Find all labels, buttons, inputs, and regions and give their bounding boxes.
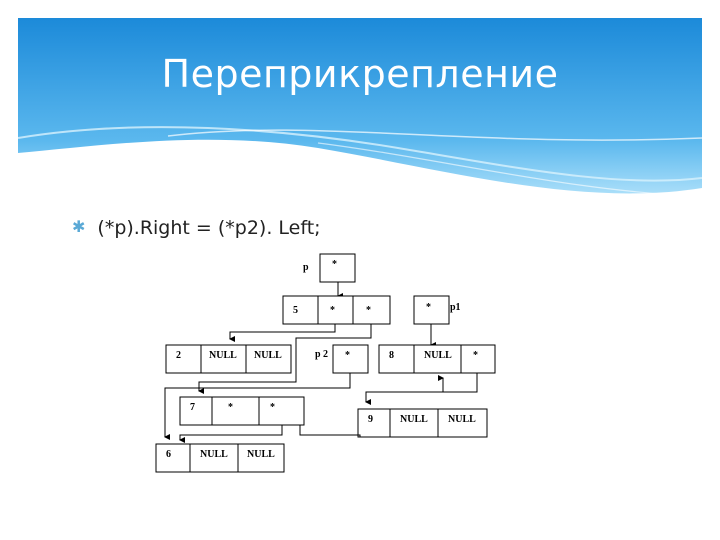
pointer-p1: * p1 [413, 295, 461, 325]
node-7-right: * [270, 402, 275, 413]
node-7-left: * [228, 402, 233, 413]
link-5-to-7 [198, 324, 372, 394]
pointer-p1-value: * [426, 302, 431, 313]
node-9-right: NULL [448, 414, 476, 425]
bullet-text: (*p).Right = (*p2). Left; [97, 217, 321, 239]
pointer-p1-label: p1 [450, 302, 461, 313]
title-banner [18, 18, 702, 197]
node-8-right: * [473, 350, 478, 361]
pointer-p2-label: p 2 [315, 349, 328, 360]
pointer-p: p * [303, 253, 356, 283]
pointer-p2-value: * [345, 350, 350, 361]
node-2-left: NULL [209, 350, 237, 361]
node-6-right: NULL [247, 449, 275, 460]
slide-title: Переприкрепление [161, 52, 559, 96]
node-5-left: * [330, 305, 335, 316]
node-5-right: * [366, 305, 371, 316]
node-8-key: 8 [389, 350, 394, 361]
node-6: 6 NULL NULL [155, 443, 285, 473]
pointer-p-value: * [332, 259, 337, 270]
node-8: 8 NULL * [378, 344, 496, 374]
node-5: 5 * * [282, 295, 391, 325]
node-6-key: 6 [166, 449, 171, 460]
node-9-key: 9 [368, 414, 373, 425]
node-6-left: NULL [200, 449, 228, 460]
pointer-p-label: p [303, 262, 309, 273]
node-2: 2 NULL NULL [165, 344, 292, 374]
node-5-key: 5 [293, 305, 298, 316]
link-7-to-6 [179, 425, 283, 443]
pointer-p2: p 2 * [315, 344, 369, 374]
node-8-left: NULL [424, 350, 452, 361]
bullet-item: ✱ (*p).Right = (*p2). Left; [72, 217, 321, 239]
link-p2-to-7 [164, 373, 351, 440]
node-9-left: NULL [400, 414, 428, 425]
link-5-to-2 [229, 324, 336, 342]
link-8-to-9 [365, 373, 478, 405]
node-7: 7 * * [179, 396, 305, 426]
bullet-icon: ✱ [72, 217, 86, 236]
node-2-right: NULL [254, 350, 282, 361]
node-2-key: 2 [176, 350, 181, 361]
link-9-back [299, 425, 361, 437]
node-7-key: 7 [190, 402, 195, 413]
node-9: 9 NULL NULL [357, 408, 488, 438]
